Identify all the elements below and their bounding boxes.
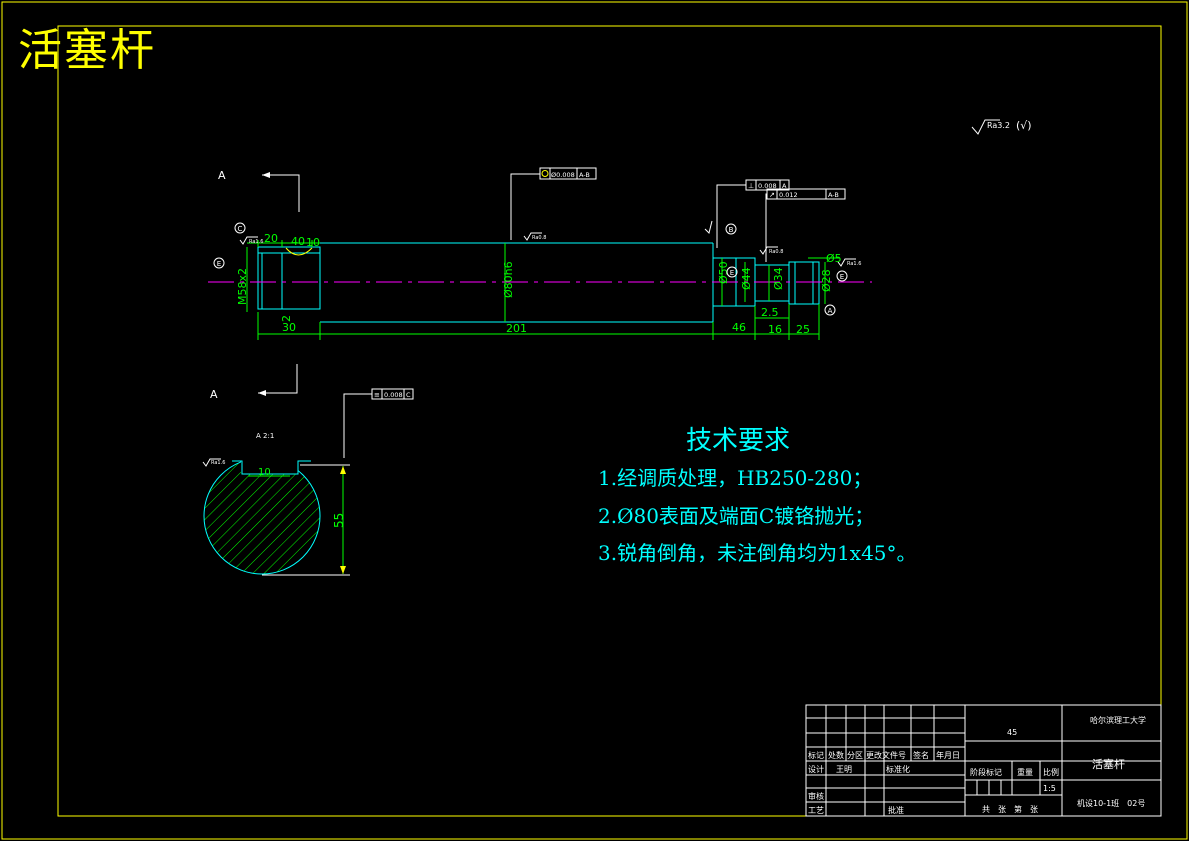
svg-text:30: 30 (282, 321, 296, 334)
tb-standardization: 标准化 (886, 765, 910, 774)
svg-text:A-B: A-B (828, 191, 839, 199)
tech-requirement-item: 1.经调质处理，HB250-280； (598, 466, 873, 490)
tb-scale-label: 比例 (1043, 768, 1059, 777)
tech-requirement-item: 2.Ø80表面及端面C镀铬抛光； (598, 504, 875, 528)
svg-text:E: E (730, 269, 734, 277)
tb-process: 工艺 (808, 806, 824, 815)
tb-weight-label: 重量 (1017, 768, 1033, 777)
tb-school: 哈尔滨理工大学 (1090, 716, 1146, 725)
tb-header-signature: 签名 (913, 751, 929, 760)
tech-requirements-title: 技术要求 (686, 426, 791, 456)
section-view: A 2:1 10 55 ≡ 0.008 C Ra1.6 (202, 388, 414, 576)
svg-text:C: C (238, 225, 243, 233)
section-label-bottom: A (210, 388, 218, 401)
tb-design-label: 设计 (808, 765, 824, 774)
tb-review: 审核 (808, 792, 824, 801)
roughness-suffix-text: (√) (1016, 119, 1032, 132)
svg-text:10: 10 (306, 236, 320, 249)
svg-text:A: A (828, 307, 833, 315)
svg-text:46: 46 (732, 321, 746, 334)
tol-coaxial: Ø0.008 A-B (510, 167, 597, 240)
title-block-lines (805, 704, 1162, 817)
tb-stage-label: 阶段标记 (970, 768, 1002, 777)
tb-part-name: 活塞杆 (1092, 758, 1125, 771)
roughness-general-text: Ra3.2 (987, 121, 1010, 130)
svg-text:40: 40 (291, 235, 305, 248)
svg-text:Ra0.8: Ra0.8 (769, 249, 783, 255)
svg-text:M58x2: M58x2 (236, 268, 249, 305)
svg-text:Ra0.8: Ra0.8 (532, 235, 546, 241)
svg-text:A-B: A-B (579, 171, 590, 179)
svg-text:55: 55 (332, 513, 346, 528)
svg-text:201: 201 (506, 322, 527, 335)
svg-text:0.008: 0.008 (384, 391, 403, 399)
svg-text:Ø34: Ø34 (772, 267, 785, 290)
tb-drawing-no: 机设10-1班 02号 (1077, 799, 1146, 808)
datum-letters: C E B E E A (217, 225, 844, 315)
svg-text:0.012: 0.012 (779, 191, 798, 199)
svg-text:A 2:1: A 2:1 (256, 432, 274, 440)
tb-sheets: 共 张 第 张 (982, 805, 1038, 814)
tb-header-mark: 标记 (808, 751, 824, 760)
svg-text:0.008: 0.008 (758, 182, 777, 190)
svg-text:⊥: ⊥ (748, 182, 754, 190)
svg-text:C: C (406, 391, 411, 399)
svg-text:10: 10 (258, 467, 271, 478)
tb-header-date: 年月日 (936, 751, 960, 760)
svg-text:20: 20 (264, 232, 278, 245)
svg-text:A: A (782, 182, 787, 190)
svg-text:Ra1.6: Ra1.6 (249, 239, 263, 245)
tb-header-count: 处数 (828, 751, 844, 760)
inner-frame (57, 25, 1162, 817)
drawing-title: 活塞杆 (18, 25, 156, 76)
svg-text:Ø5: Ø5 (826, 252, 842, 265)
svg-text:25: 25 (796, 323, 810, 336)
svg-text:B: B (729, 226, 734, 234)
section-marker-bottom: A (210, 364, 298, 401)
tol-runout: ↗ 0.012 A-B (765, 188, 846, 262)
part-roughness-marks (239, 220, 856, 267)
svg-text:E: E (840, 273, 844, 281)
tb-designer: 王明 (836, 765, 852, 774)
svg-text:↗: ↗ (769, 191, 775, 199)
section-label-top: A (218, 169, 226, 182)
tb-approve: 批准 (888, 806, 904, 815)
general-roughness-symbol: Ra3.2 (√) (971, 119, 1032, 135)
svg-text:≡: ≡ (374, 391, 380, 399)
svg-text:Ø80h6: Ø80h6 (502, 261, 515, 298)
svg-text:2.5: 2.5 (761, 306, 779, 319)
svg-text:E: E (217, 260, 221, 268)
svg-text:Ø50: Ø50 (717, 261, 730, 284)
svg-text:16: 16 (768, 323, 782, 336)
tb-material: 45 (1007, 728, 1018, 737)
svg-text:Ø44: Ø44 (740, 267, 753, 290)
tb-header-zone: 分区 (847, 751, 863, 760)
section-marker-top: A (218, 169, 300, 212)
datum-markers (213, 222, 848, 316)
dimension-texts: 20 40 10 M58x2 2 30 201 Ø80h6 46 Ø50 Ø44… (236, 232, 842, 336)
tb-scale: 1:5 (1043, 784, 1056, 793)
tb-header-change-doc: 更改文件号 (866, 751, 906, 760)
part-roughness-texts: Ra0.8 Ra0.8 Ra1.6 Ra1.6 (249, 235, 861, 267)
rod-main-view (257, 242, 820, 323)
tech-requirement-item: 3.锐角倒角，未注倒角均为1x45°。 (598, 541, 917, 565)
svg-text:Ø28: Ø28 (820, 269, 833, 292)
dimension-lines (246, 240, 840, 340)
svg-text:Ø0.008: Ø0.008 (551, 171, 575, 179)
svg-text:Ra1.6: Ra1.6 (211, 460, 225, 466)
svg-text:2: 2 (280, 315, 293, 322)
svg-text:Ra1.6: Ra1.6 (847, 261, 861, 267)
